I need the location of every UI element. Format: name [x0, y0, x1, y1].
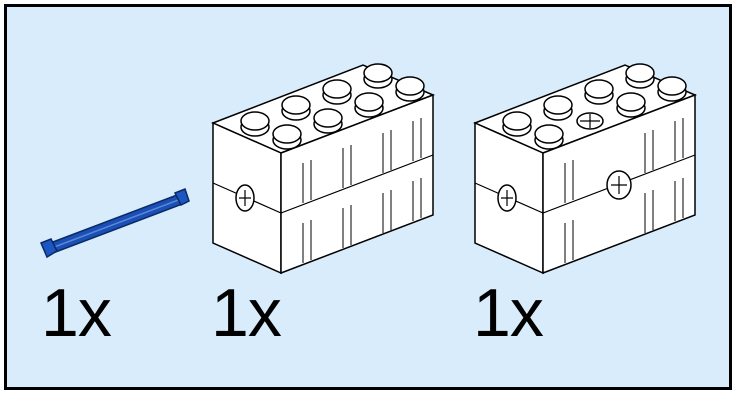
white-double-brick-axle-holes-image	[473, 63, 697, 275]
double-brick-quantity-label: 1x	[211, 275, 282, 351]
white-double-brick-image	[211, 63, 435, 275]
parts-list-panel: 1x 1x 1x	[4, 4, 732, 390]
blue-axle-image	[40, 188, 190, 259]
axle-quantity-label: 1x	[41, 275, 112, 351]
axle-hole-brick-quantity-label: 1x	[473, 275, 544, 351]
